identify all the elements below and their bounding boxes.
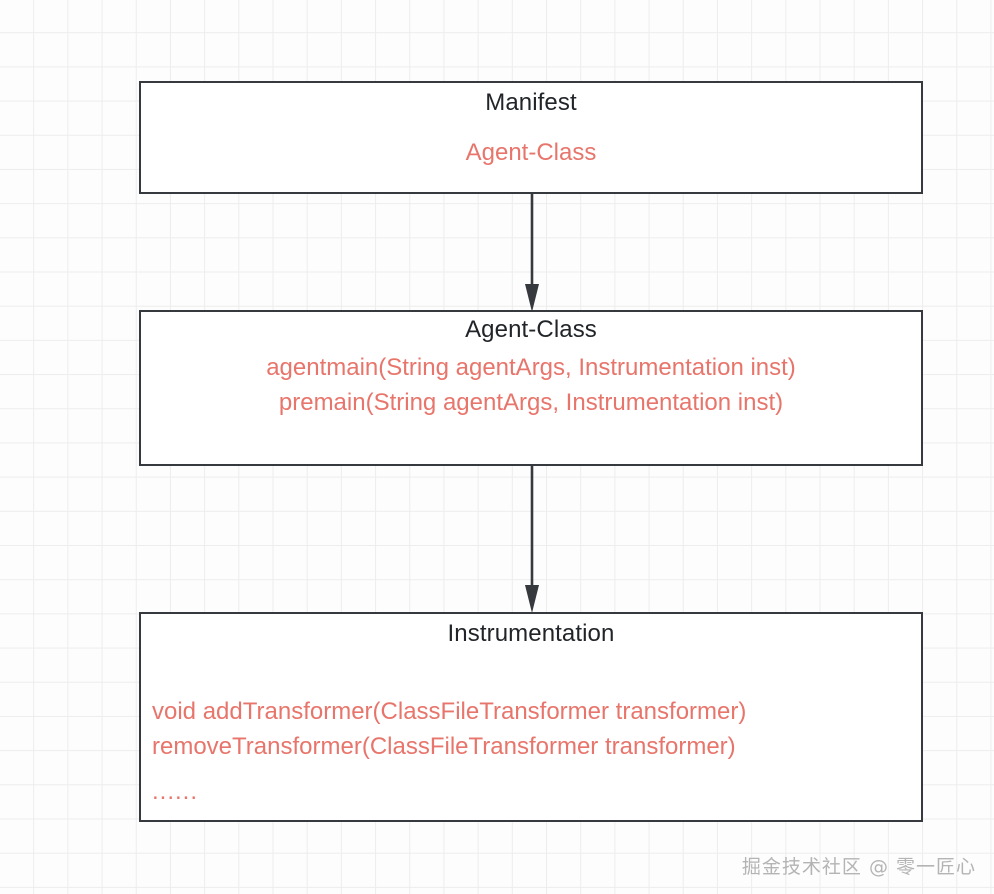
node-instrumentation[interactable]: Instrumentation void addTransformer(Clas… (139, 612, 923, 822)
node-instrumentation-body: void addTransformer(ClassFileTransformer… (141, 694, 921, 809)
watermark: 掘金技术社区 @ 零一匠心 (741, 856, 976, 878)
arrow-down-icon (525, 466, 539, 613)
node-manifest[interactable]: Manifest Agent-Class (139, 81, 923, 194)
arrow-manifest-to-agent-class (525, 194, 539, 312)
node-instrumentation-ellipsis: ...... (152, 778, 199, 805)
node-instrumentation-line-1: void addTransformer(ClassFileTransformer… (152, 698, 747, 725)
node-agent-class[interactable]: Agent-Class agentmain(String agentArgs, … (139, 310, 923, 466)
node-manifest-line-1: Agent-Class (465, 139, 597, 166)
node-agent-class-title: Agent-Class (465, 316, 597, 343)
node-agent-class-line-1: agentmain(String agentArgs, Instrumentat… (266, 354, 796, 381)
node-instrumentation-line-2: removeTransformer(ClassFileTransformer t… (152, 733, 736, 760)
node-manifest-body: Agent-Class (141, 135, 921, 170)
node-instrumentation-title: Instrumentation (447, 620, 615, 647)
node-agent-class-line-2: premain(String agentArgs, Instrumentatio… (278, 389, 784, 416)
arrow-down-icon (525, 194, 539, 312)
arrow-agent-class-to-instrumentation (525, 466, 539, 613)
node-manifest-title: Manifest (485, 89, 577, 116)
node-agent-class-body: agentmain(String agentArgs, Instrumentat… (141, 350, 921, 420)
